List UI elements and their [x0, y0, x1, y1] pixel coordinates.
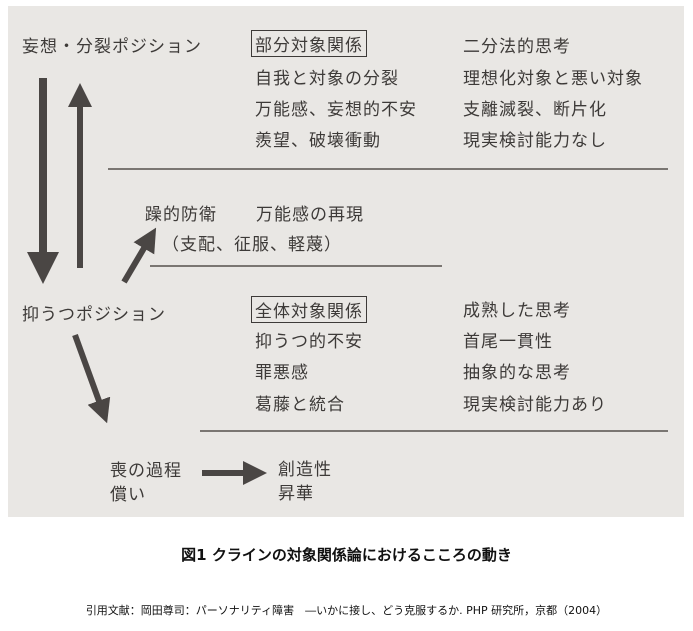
dp-trait: 葛藤と統合	[255, 395, 345, 415]
dp-thinking: 現実検討能力あり	[463, 395, 607, 415]
ps-trait: 羨望、破壊衝動	[255, 131, 381, 151]
manic-defense-sub: （支配、征服、軽蔑）	[162, 235, 342, 255]
ps-thinking: 現実検討能力なし	[463, 131, 607, 151]
dp-trait: 抑うつ的不安	[255, 332, 363, 352]
mourning-line: 償い	[110, 485, 146, 505]
divider-line	[108, 168, 668, 170]
mourning-result: 昇華	[278, 484, 314, 504]
paranoid-schizoid-title: 妄想・分裂ポジション	[22, 37, 202, 57]
ps-thinking: 支離滅裂、断片化	[463, 100, 607, 120]
mourning-arrow	[72, 333, 111, 424]
manic-defense-arrow	[121, 227, 157, 284]
ps-trait: 万能感、妄想的不安	[255, 100, 417, 120]
ps-trait: 自我と対象の分裂	[255, 69, 399, 89]
diagram-scan	[8, 6, 684, 517]
divider-line	[150, 265, 442, 267]
dp-thinking: 成熟した思考	[463, 301, 571, 321]
dp-thinking: 首尾一貫性	[463, 332, 553, 352]
manic-defense-title: 躁的防衛	[145, 205, 217, 225]
partial-object-relation-label: 部分対象関係	[251, 30, 367, 57]
mourning-line: 喪の過程	[110, 461, 182, 481]
ps-thinking: 二分法的思考	[463, 37, 571, 57]
ps-thinking: 理想化対象と悪い対象	[463, 69, 643, 89]
divider-line	[200, 430, 668, 432]
dp-thinking: 抽象的な思考	[463, 363, 571, 383]
reference-citation: 引用文献：岡田尊司：パーソナリティ障害 ―いかに接し、どう克服するか. PHP …	[85, 604, 608, 617]
figure-caption: 図1 クラインの対象関係論におけるこころの動き	[181, 546, 512, 564]
dp-trait: 罪悪感	[255, 363, 309, 383]
manic-defense-detail: 万能感の再現	[256, 205, 364, 225]
mourning-result: 創造性	[278, 460, 332, 480]
depressive-position-title: 抑うつポジション	[22, 305, 166, 325]
whole-object-relation-label: 全体対象関係	[251, 296, 367, 323]
